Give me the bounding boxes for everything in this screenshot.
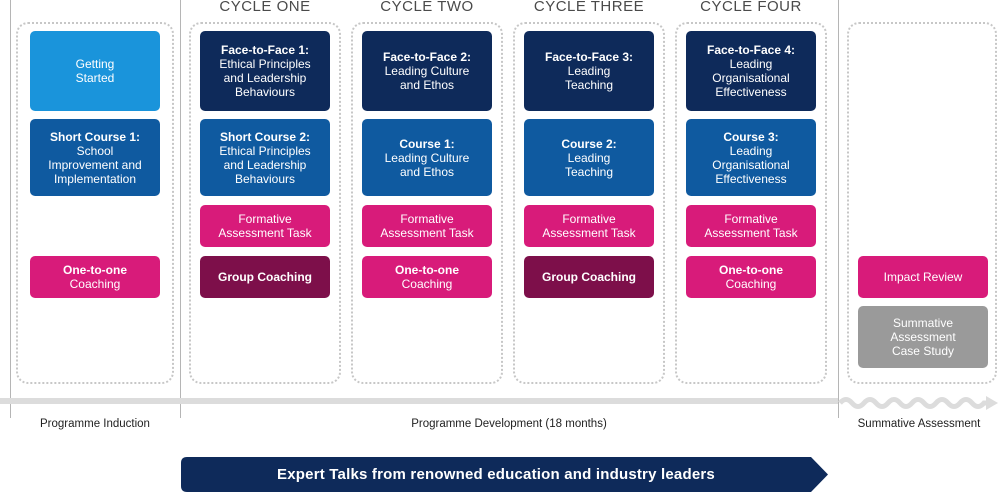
card-text-line: Course 1:	[399, 136, 455, 151]
card-text-line: Organisational	[712, 71, 790, 85]
cycle-one-group	[189, 22, 341, 384]
card-text-line: Group Coaching	[218, 270, 312, 284]
card-text-line: Ethical Principles	[219, 57, 311, 71]
card-text-line: Face-to-Face 1:	[220, 43, 310, 57]
card-text-line: Teaching	[564, 164, 614, 179]
card-text-line: Face-to-Face 2:	[382, 50, 472, 64]
card-text-line: Implementation	[53, 171, 137, 186]
card-text-line: Started	[75, 71, 115, 85]
card-text-line: and Leadership	[223, 71, 307, 85]
cycle-two-title: CYCLE TWO	[380, 0, 474, 15]
card-text-line: Coaching	[725, 277, 777, 291]
cycle-three-group	[513, 22, 665, 384]
card-text-line: Short Course 2:	[219, 129, 310, 144]
card-text-line: and Ethos	[399, 78, 455, 92]
card-text-line: Course 2:	[561, 136, 617, 151]
card-text-line: Effectiveness	[715, 171, 787, 186]
card-text-line: Organisational	[712, 157, 790, 172]
card-text-line: Assessment	[890, 330, 956, 344]
induction-group	[16, 22, 174, 384]
banner-arrow-shape	[181, 457, 828, 492]
card-text-line: Impact Review	[883, 270, 963, 284]
card-text-line: Formative	[724, 212, 778, 226]
summative-group	[847, 22, 997, 384]
card-text-line: Leading	[729, 57, 773, 71]
cycle-three-title: CYCLE THREE	[533, 0, 645, 15]
card-text-line: One-to-one	[719, 263, 783, 277]
cycle-two-group	[351, 22, 503, 384]
card-text-line: Behaviours	[234, 171, 296, 186]
card-text-line: Leading	[567, 64, 611, 78]
cycle-four-group	[675, 22, 827, 384]
card-text-line: Formative	[238, 212, 292, 226]
card-text-line: Formative	[400, 212, 454, 226]
card-text-line: School	[76, 143, 114, 158]
card-text-line: Summative	[892, 316, 954, 330]
card-text-line: Getting	[75, 57, 115, 71]
card-text-line: Coaching	[401, 277, 453, 291]
card-text-line: Face-to-Face 3:	[544, 50, 634, 64]
expert-talks-banner: Expert Talks from renowned education and…	[181, 457, 829, 492]
cycle-one-title: CYCLE ONE	[219, 0, 311, 15]
card-text-line: Effectiveness	[715, 85, 787, 99]
timeline-track	[0, 398, 838, 404]
card-text-line: Leading Culture	[384, 64, 470, 78]
card-text-line: Case Study	[891, 344, 955, 358]
card-text-line: One-to-one	[63, 263, 127, 277]
card-text-line: Assessment Task	[380, 226, 474, 240]
divider-induction-development	[180, 0, 181, 418]
card-text-line: Group Coaching	[542, 270, 636, 284]
card-text-line: Course 3:	[723, 129, 779, 144]
banner-text: Expert Talks from renowned education and…	[277, 466, 715, 483]
card-text-line: and Leadership	[223, 157, 307, 172]
card-text-line: and Ethos	[399, 164, 455, 179]
card-text-line: Coaching	[69, 277, 121, 291]
phase-summative-label: Summative Assessment	[857, 418, 981, 430]
card-text-line: Improvement and	[48, 157, 142, 172]
card-text-line: Ethical Principles	[219, 143, 311, 158]
card-text-line: Formative	[562, 212, 616, 226]
cycle-three-coaching-card: Group Coaching	[524, 256, 654, 298]
card-text-line: Leading Culture	[384, 150, 470, 165]
card-text-line: Behaviours	[234, 85, 296, 99]
card-text-line: Leading	[567, 150, 611, 165]
phase-induction-label: Programme Induction	[40, 418, 150, 430]
card-text-line: Face-to-Face 4:	[706, 43, 796, 57]
impact-review-card: Impact Review	[858, 256, 988, 298]
card-text-line: Assessment Task	[542, 226, 636, 240]
divider-development-summative	[838, 0, 839, 418]
cycle-one-coaching-card: Group Coaching	[200, 256, 330, 298]
card-text-line: Leading	[729, 143, 773, 158]
timeline-wavy-arrow	[838, 396, 998, 410]
card-text-line: Assessment Task	[218, 226, 312, 240]
card-text-line: Short Course 1:	[49, 129, 140, 144]
card-text-line: Teaching	[564, 78, 614, 92]
card-text-line: Assessment Task	[704, 226, 798, 240]
phase-development-label: Programme Development (18 months)	[411, 418, 607, 430]
cycle-four-title: CYCLE FOUR	[700, 0, 802, 15]
card-text-line: One-to-one	[395, 263, 459, 277]
divider-left	[10, 0, 11, 418]
